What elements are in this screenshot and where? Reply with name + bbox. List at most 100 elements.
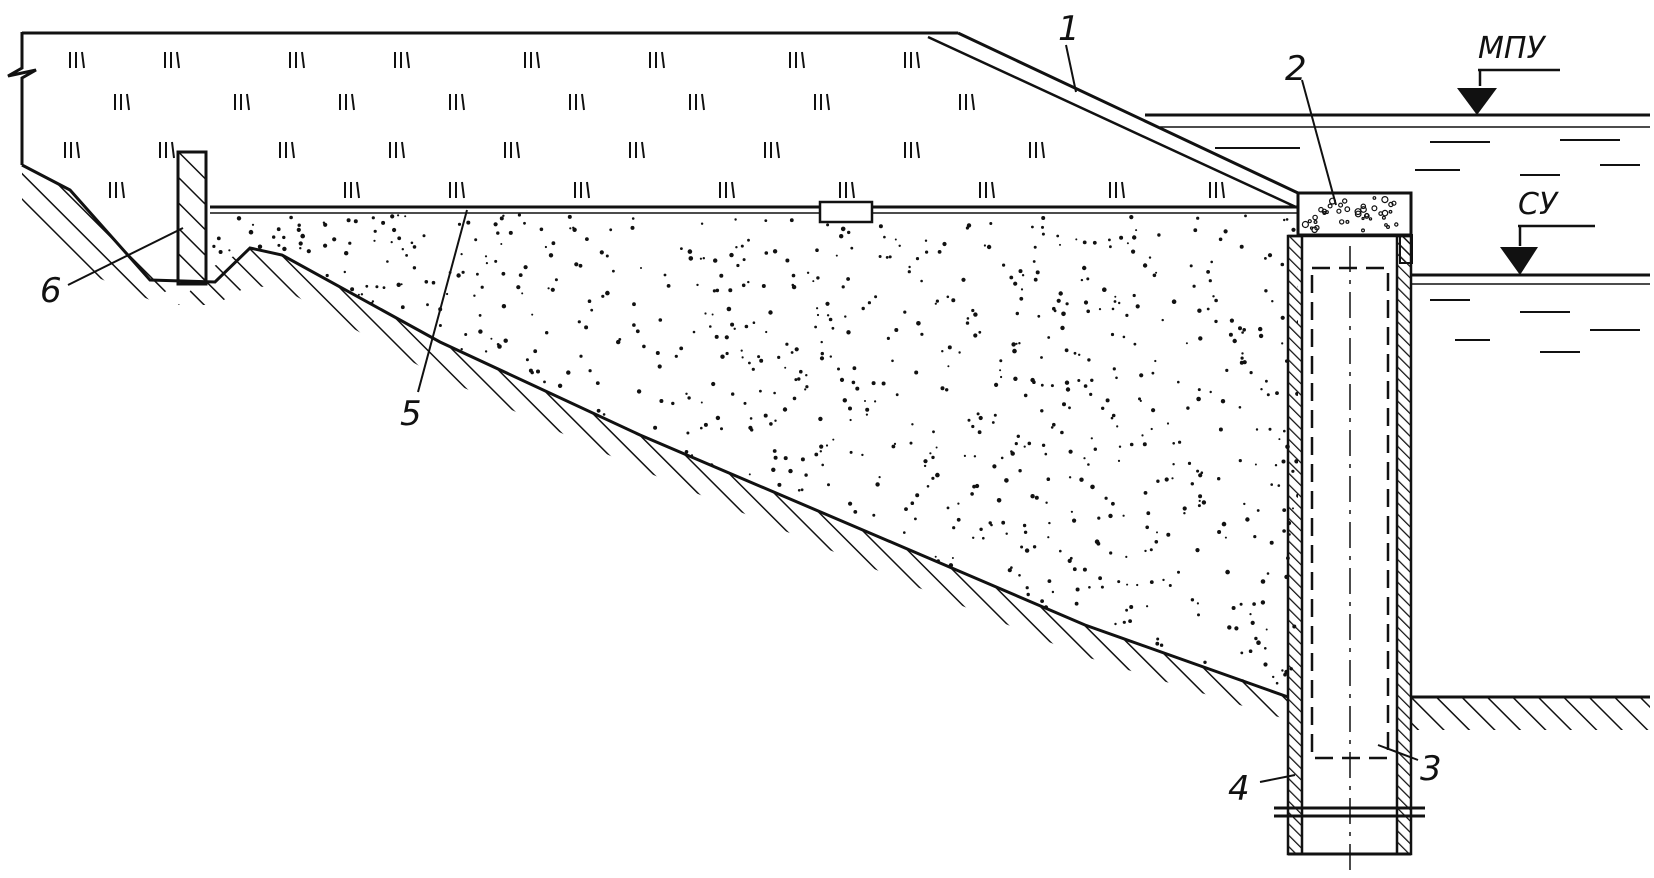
- sand-dot: [423, 516, 429, 521]
- grass-stroke: [971, 93, 975, 111]
- sand-dot: [298, 241, 303, 246]
- sand-dot: [333, 429, 338, 434]
- concrete-aggregate: [1363, 213, 1370, 219]
- sand-dot: [473, 294, 476, 297]
- sand-dot: [1183, 512, 1186, 515]
- sand-dot: [237, 559, 242, 564]
- sand-dot: [1282, 508, 1287, 512]
- sand-dot: [920, 596, 925, 601]
- sand-dot: [710, 633, 714, 637]
- sand-dot: [454, 501, 458, 506]
- sand-dot: [490, 548, 493, 552]
- sand-dot: [951, 557, 954, 559]
- sand-dot: [727, 544, 730, 548]
- sand-dot: [312, 569, 316, 572]
- concrete-aggregate: [1360, 206, 1367, 213]
- label-2: 2: [1285, 49, 1307, 89]
- sand-dot: [1023, 530, 1028, 534]
- sand-dot: [521, 292, 524, 295]
- sand-dot: [236, 216, 242, 221]
- sand-dot: [211, 416, 215, 420]
- sand-dot: [353, 219, 358, 224]
- sand-dot: [484, 255, 488, 258]
- sand-dot: [1041, 232, 1045, 236]
- sand-dot: [1013, 376, 1018, 381]
- sand-dot: [339, 364, 343, 368]
- sand-dot: [1256, 640, 1261, 645]
- sand-dot: [493, 222, 498, 227]
- sand-dot: [1082, 265, 1087, 271]
- sand-dot: [806, 549, 810, 553]
- sand-dot: [211, 323, 216, 328]
- sand-dot: [934, 555, 937, 558]
- sand-dot: [319, 570, 323, 573]
- sand-dot: [1082, 240, 1087, 245]
- sand-dot: [422, 234, 426, 238]
- sand-dot: [1108, 513, 1113, 519]
- grass-stroke: [701, 93, 705, 111]
- sand-dot: [441, 397, 446, 401]
- sand-dot: [1225, 368, 1229, 372]
- sand-dot: [1111, 501, 1115, 506]
- sand-dot: [590, 308, 594, 312]
- sand-dot: [324, 577, 329, 582]
- sand-dot: [812, 280, 815, 283]
- sand-dot: [577, 320, 581, 324]
- sand-dot: [325, 621, 329, 626]
- sand-dot: [1278, 438, 1281, 441]
- sand-dot: [226, 320, 231, 325]
- sand-dot: [589, 639, 594, 644]
- grass-stroke: [801, 51, 805, 69]
- label-4: 4: [1228, 769, 1250, 809]
- sand-dot: [1275, 681, 1279, 685]
- sand-dot: [499, 564, 504, 569]
- sand-dot: [349, 354, 354, 359]
- sand-dot: [342, 402, 348, 407]
- sand-dot: [790, 351, 794, 354]
- sand-dot: [740, 550, 745, 554]
- sand-dot: [958, 351, 961, 354]
- sand-dot: [705, 636, 710, 640]
- sand-dot: [696, 283, 699, 287]
- sand-dot: [360, 494, 365, 498]
- sand-dot: [826, 314, 830, 317]
- sand-dot: [1078, 353, 1081, 356]
- sand-dot: [1260, 388, 1263, 391]
- sand-dot: [699, 693, 702, 697]
- sand-dot: [720, 427, 723, 431]
- sand-dot: [741, 283, 746, 288]
- sand-dot: [703, 537, 706, 540]
- sand-dot: [888, 255, 892, 259]
- sand-dot: [579, 459, 582, 462]
- sand-dot: [805, 374, 808, 377]
- sand-dot: [396, 467, 400, 470]
- sand-dot: [253, 653, 258, 659]
- sand-dot: [632, 302, 636, 307]
- sand-dot: [1210, 260, 1213, 264]
- sand-dot: [548, 253, 554, 258]
- sand-dot: [751, 367, 755, 371]
- sand-dot: [1125, 608, 1128, 612]
- sand-dot: [215, 387, 220, 392]
- sand-dot: [322, 447, 327, 453]
- sand-dot: [506, 674, 511, 679]
- sand-dot: [1126, 242, 1129, 245]
- sand-dot: [1109, 551, 1113, 555]
- sand-dot: [1218, 427, 1223, 432]
- sand-dot: [462, 572, 466, 576]
- sand-dot: [557, 492, 562, 498]
- sand-dot: [1280, 315, 1285, 320]
- sand-dot: [491, 492, 495, 496]
- sand-dot: [269, 457, 272, 460]
- sand-dot: [531, 313, 534, 316]
- sand-dot: [524, 513, 528, 518]
- sand-dot: [361, 426, 365, 431]
- sand-dot: [883, 627, 888, 632]
- sand-dot: [302, 394, 306, 398]
- sand-dot: [1149, 548, 1153, 552]
- sand-dot: [476, 272, 479, 276]
- sand-dot: [364, 563, 368, 567]
- concrete-aggregate: [1318, 206, 1324, 213]
- sand-dot: [763, 413, 768, 418]
- sand-dot: [819, 698, 823, 702]
